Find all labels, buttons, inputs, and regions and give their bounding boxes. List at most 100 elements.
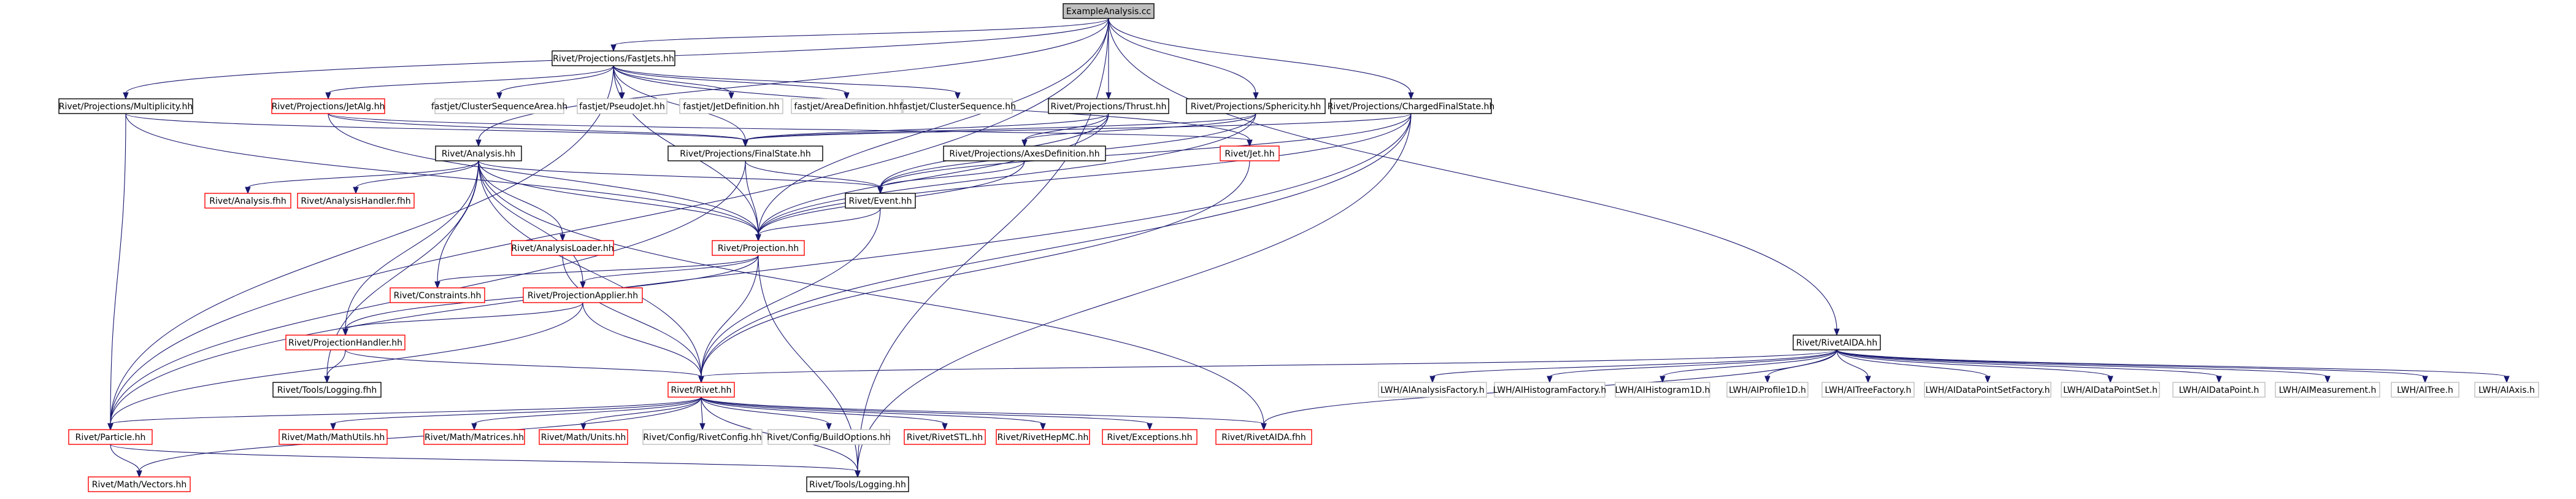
edge-particle-to-vectors xyxy=(110,444,142,478)
edge-rivetaida-to-imeas xyxy=(1836,349,2331,384)
edge-jetalg-to-fs xyxy=(328,113,748,147)
node-rivet-tools-logging-hh[interactable]: Rivet/Tools/Logging.hh xyxy=(806,476,909,492)
node-rivet-rivetaida-hh[interactable]: Rivet/RivetAIDA.hh xyxy=(1793,335,1881,350)
node-box xyxy=(1378,382,1487,398)
edge-rivet-to-hepmc xyxy=(701,396,1046,431)
node-rivet-analysis-hh[interactable]: Rivet/Analysis.hh xyxy=(435,145,522,161)
node-rivet-projections-fastjets-hh[interactable]: Rivet/Projections/FastJets.hh xyxy=(552,50,675,66)
edge-fs-to-event xyxy=(745,160,883,195)
edge-root-to-cfs xyxy=(1108,18,1414,100)
node-box xyxy=(434,98,564,114)
edge-rivet-to-units xyxy=(580,396,702,431)
node-rivet-analysishandler-fhh[interactable]: Rivet/AnalysisHandler.fhh xyxy=(297,193,415,209)
edge-rivet-to-buildoptions xyxy=(701,396,832,431)
node-label: Rivet/Projections/Thrust.hh xyxy=(1051,102,1167,112)
edge-applier-to-projhandler xyxy=(342,302,583,336)
node-label: LWH/AIAnalysisFactory.h xyxy=(1380,385,1484,395)
node-rivet-particle-hh[interactable]: Rivet/Particle.hh xyxy=(68,429,153,445)
node-rivet-rivetaida-fhh[interactable]: Rivet/RivetAIDA.fhh xyxy=(1215,429,1312,445)
node-label: Rivet/Math/MathUtils.hh xyxy=(282,433,385,443)
node-label: Rivet/RivetAIDA.fhh xyxy=(1221,433,1305,443)
node-label: fastjet/ClusterSequence.hh xyxy=(899,102,1016,112)
node-rivet-rivethepmc-hh[interactable]: Rivet/RivetHepMC.hh xyxy=(996,429,1090,445)
node-label: LWH/AIHistogram1D.h xyxy=(1615,385,1710,395)
node-label: ExampleAnalysis.cc xyxy=(1066,7,1151,17)
node-rivet-projections-chargedfinalstate-hh[interactable]: Rivet/Projections/ChargedFinalState.hh xyxy=(1328,98,1495,114)
node-box xyxy=(279,429,388,445)
node-label: LWH/AIAxis.h xyxy=(2478,385,2535,395)
node-rivet-projectionapplier-hh[interactable]: Rivet/ProjectionApplier.hh xyxy=(523,287,643,303)
node-rivet-math-units-hh[interactable]: Rivet/Math/Units.hh xyxy=(539,429,628,445)
node-rivet-analysis-fhh[interactable]: Rivet/Analysis.fhh xyxy=(204,193,291,209)
node-fastjet-jetdefinition-hh: fastjet/JetDefinition.hh xyxy=(679,98,783,114)
node-box xyxy=(88,476,191,492)
edge-rivet-to-particle xyxy=(107,396,702,431)
node-label: Rivet/ProjectionApplier.hh xyxy=(528,291,638,301)
edge-applier-to-particle xyxy=(107,302,583,431)
node-label: Rivet/Analysis.fhh xyxy=(209,196,286,206)
node-box xyxy=(1793,335,1881,350)
node-label: Rivet/Projections/Sphericity.hh xyxy=(1191,102,1321,112)
node-box xyxy=(2474,382,2539,398)
node-rivet-rivet-hh[interactable]: Rivet/Rivet.hh xyxy=(667,382,735,398)
node-label: Rivet/Constraints.hh xyxy=(394,291,482,301)
edge-rivetaida-to-ihfactory xyxy=(1547,349,1837,384)
node-rivet-projections-jetalg-hh[interactable]: Rivet/Projections/JetAlg.hh xyxy=(271,98,385,114)
node-label: Rivet/AnalysisHandler.fhh xyxy=(301,196,410,206)
node-box xyxy=(1821,382,1915,398)
node-label: Rivet/RivetAIDA.hh xyxy=(1796,338,1878,348)
edge-fastjets-to-areadef xyxy=(613,65,850,100)
node-label: LWH/AIProfile1D.h xyxy=(1729,385,1806,395)
node-box xyxy=(539,429,628,445)
node-label: Rivet/Rivet.hh xyxy=(671,385,732,395)
node-rivet-config-rivetconfig-hh: Rivet/Config/RivetConfig.hh xyxy=(642,429,763,445)
node-box xyxy=(523,287,643,303)
edge-axesdef-to-event xyxy=(877,160,1025,195)
node-rivet-event-hh[interactable]: Rivet/Event.hh xyxy=(845,193,916,209)
node-rivet-analysisloader-hh[interactable]: Rivet/AnalysisLoader.hh xyxy=(511,240,614,256)
node-box xyxy=(712,240,805,256)
node-rivet-projection-hh[interactable]: Rivet/Projection.hh xyxy=(712,240,805,256)
node-rivet-projectionhandler-hh[interactable]: Rivet/ProjectionHandler.hh xyxy=(285,335,406,350)
edge-root-to-sphericity xyxy=(1108,18,1259,100)
node-box xyxy=(996,429,1090,445)
edge-event-to-rivet xyxy=(698,207,881,384)
node-label: LWH/AIMeasurement.h xyxy=(2279,385,2377,395)
node-box xyxy=(511,240,614,256)
node-lwh-aimeasurement-h: LWH/AIMeasurement.h xyxy=(2275,382,2380,398)
node-rivet-projections-thrust-hh[interactable]: Rivet/Projections/Thrust.hh xyxy=(1048,98,1169,114)
node-rivet-projections-finalstate-hh[interactable]: Rivet/Projections/FinalState.hh xyxy=(667,145,823,161)
node-box xyxy=(1102,429,1198,445)
node-rivet-math-vectors-hh[interactable]: Rivet/Math/Vectors.hh xyxy=(88,476,191,492)
node-rivet-jet-hh[interactable]: Rivet/Jet.hh xyxy=(1220,145,1280,161)
edge-fastjets-to-jetalg xyxy=(325,65,614,100)
node-exampleanalysis-cc[interactable]: ExampleAnalysis.cc xyxy=(1063,3,1155,19)
node-box xyxy=(204,193,291,209)
node-lwh-aiprofile1d-h: LWH/AIProfile1D.h xyxy=(1726,382,1809,398)
node-rivet-math-mathutils-hh[interactable]: Rivet/Math/MathUtils.hh xyxy=(279,429,388,445)
node-fastjet-clustersequence-hh: fastjet/ClusterSequence.hh xyxy=(899,98,1016,114)
edge-analysis-to-handlerfh xyxy=(353,160,479,195)
edge-rivetaida-to-idps xyxy=(1836,349,2113,384)
node-label: Rivet/Math/Matrices.hh xyxy=(425,433,524,443)
node-label: Rivet/ProjectionHandler.hh xyxy=(288,338,402,348)
node-label: Rivet/Tools/Logging.fhh xyxy=(277,385,377,395)
node-rivet-tools-logging-fhh[interactable]: Rivet/Tools/Logging.fhh xyxy=(272,382,382,398)
edge-sphericity-to-axesdef xyxy=(1021,113,1256,147)
node-rivet-math-matrices-hh[interactable]: Rivet/Math/Matrices.hh xyxy=(423,429,525,445)
edge-fastjets-to-cs xyxy=(613,65,961,100)
node-rivet-rivetstl-hh[interactable]: Rivet/RivetSTL.hh xyxy=(904,429,986,445)
node-rivet-constraints-hh[interactable]: Rivet/Constraints.hh xyxy=(390,287,485,303)
node-label: Rivet/Projections/Multiplicity.hh xyxy=(59,102,193,112)
node-rivet-exceptions-hh[interactable]: Rivet/Exceptions.hh xyxy=(1102,429,1198,445)
graph-edges xyxy=(107,18,2510,478)
node-rivet-projections-axesdefinition-hh[interactable]: Rivet/Projections/AxesDefinition.hh xyxy=(943,145,1106,161)
node-rivet-projections-sphericity-hh[interactable]: Rivet/Projections/Sphericity.hh xyxy=(1186,98,1326,114)
node-box xyxy=(1063,3,1155,19)
edge-rivet-to-rivetaidafh xyxy=(701,396,1267,431)
node-label: Rivet/Projections/ChargedFinalState.hh xyxy=(1328,102,1495,112)
edge-fastjets-to-csarea xyxy=(496,65,614,100)
node-rivet-projections-multiplicity-hh[interactable]: Rivet/Projections/Multiplicity.hh xyxy=(58,98,193,114)
node-box xyxy=(435,145,522,161)
